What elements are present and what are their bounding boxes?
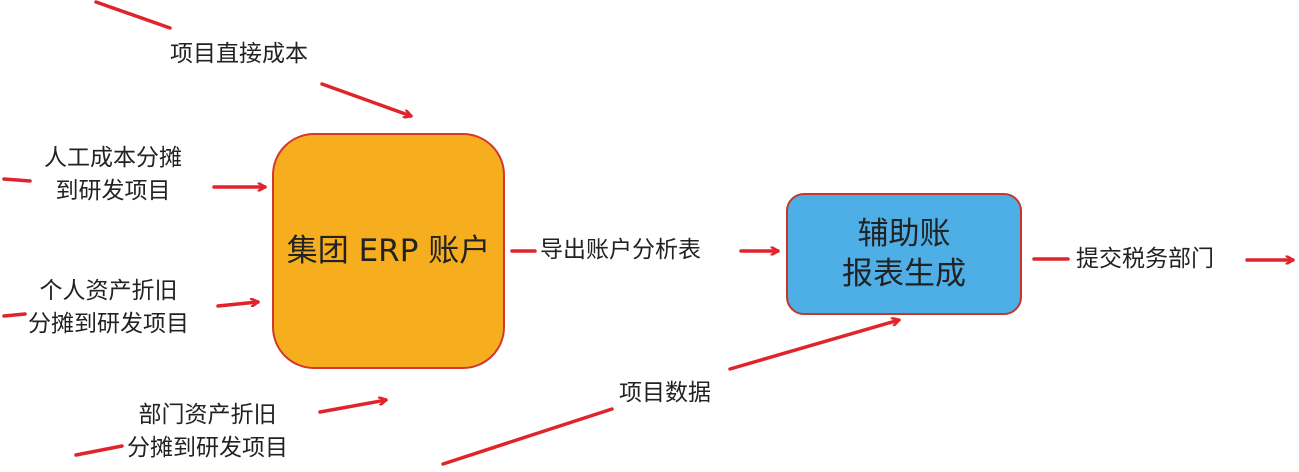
arrow-labor-in — [2, 177, 32, 183]
arrow-personal-in — [2, 312, 27, 318]
export-analysis-text: 导出账户分析表 — [540, 237, 701, 263]
flow-label-dept-depreciation: 部门资产折旧 分摊到研发项目 — [127, 399, 288, 465]
flow-label-project-data: 项目数据 — [619, 377, 711, 410]
erp-account-node: 集团 ERP 账户 — [272, 133, 505, 369]
arrow-personal-to-erp — [216, 302, 258, 308]
flow-label-personal-depreciation: 个人资产折旧 分摊到研发项目 — [28, 275, 189, 341]
arrow-project-data-to-report — [728, 320, 899, 371]
arrow-direct-cost-to-erp — [320, 82, 411, 116]
dept-depreciation-line2: 分摊到研发项目 — [127, 435, 288, 461]
arrow-direct-cost-in — [94, 0, 172, 30]
personal-depreciation-line1: 个人资产折旧 — [39, 278, 178, 304]
arrow-dept-in — [74, 444, 124, 457]
direct-cost-text: 项目直接成本 — [170, 41, 308, 67]
labor-cost-line2: 到研发项目 — [55, 178, 171, 204]
flow-label-submit-tax: 提交税务部门 — [1076, 243, 1214, 276]
report-node: 辅助账 报表生成 — [786, 193, 1022, 315]
flow-label-labor-cost: 人工成本分摊 到研发项目 — [44, 142, 182, 208]
flow-label-export-analysis: 导出账户分析表 — [540, 234, 701, 267]
arrow-project-data-in — [441, 407, 614, 466]
arrow-dept-to-erp — [318, 400, 386, 414]
labor-cost-line1: 人工成本分摊 — [44, 145, 182, 171]
report-label-line1: 辅助账 — [857, 216, 951, 252]
erp-account-label: 集团 ERP 账户 — [286, 233, 491, 269]
project-data-text: 项目数据 — [619, 380, 711, 406]
flow-label-direct-cost: 项目直接成本 — [170, 38, 308, 71]
personal-depreciation-line2: 分摊到研发项目 — [28, 311, 189, 337]
report-label-line2: 报表生成 — [842, 256, 966, 292]
dept-depreciation-line1: 部门资产折旧 — [138, 402, 277, 428]
submit-tax-text: 提交税务部门 — [1076, 246, 1214, 272]
